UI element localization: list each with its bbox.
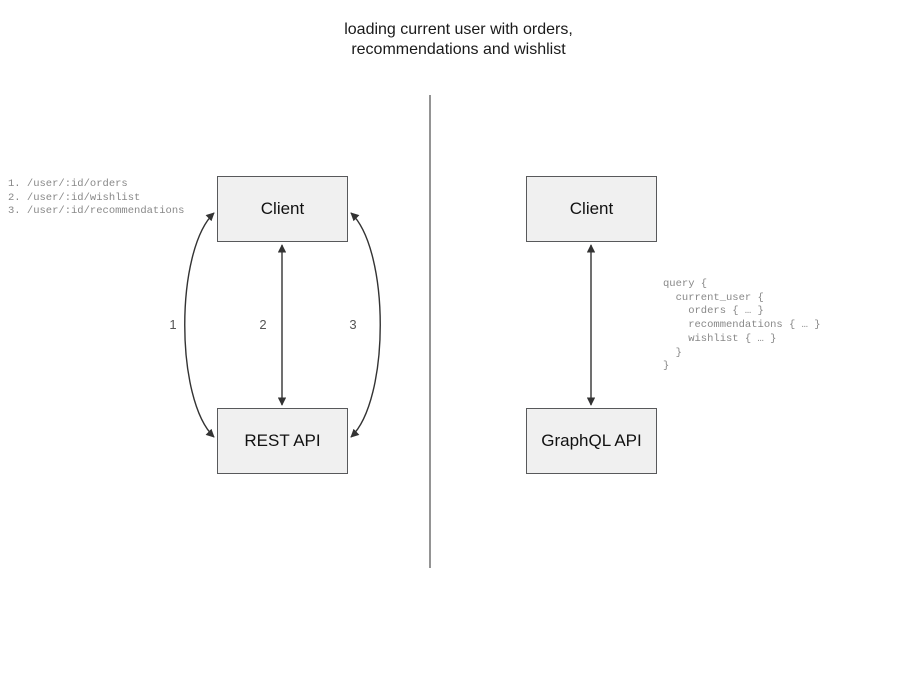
edge-label-1: 1 [169, 317, 177, 332]
edge-3-curve [350, 212, 381, 438]
node-graphql-api[interactable]: GraphQL API [526, 408, 657, 474]
node-client-rest-label: Client [260, 199, 305, 218]
node-rest-api[interactable]: REST API [217, 408, 348, 474]
edge-label-3: 3 [349, 317, 357, 332]
graphql-query-snippet: query { current_user { orders { … } reco… [663, 278, 821, 373]
node-rest-api-label: REST API [244, 431, 321, 450]
diagram-title: loading current user with orders, recomm… [344, 21, 573, 58]
node-client-graphql-label: Client [569, 199, 614, 218]
node-client-graphql[interactable]: Client [526, 176, 657, 242]
node-graphql-api-label: GraphQL API [541, 431, 642, 450]
node-client-rest[interactable]: Client [217, 176, 348, 242]
edge-1-curve [184, 212, 215, 438]
rest-endpoints-list: 1. /user/:id/orders 2. /user/:id/wishlis… [8, 178, 185, 218]
edge-label-2: 2 [259, 317, 267, 332]
